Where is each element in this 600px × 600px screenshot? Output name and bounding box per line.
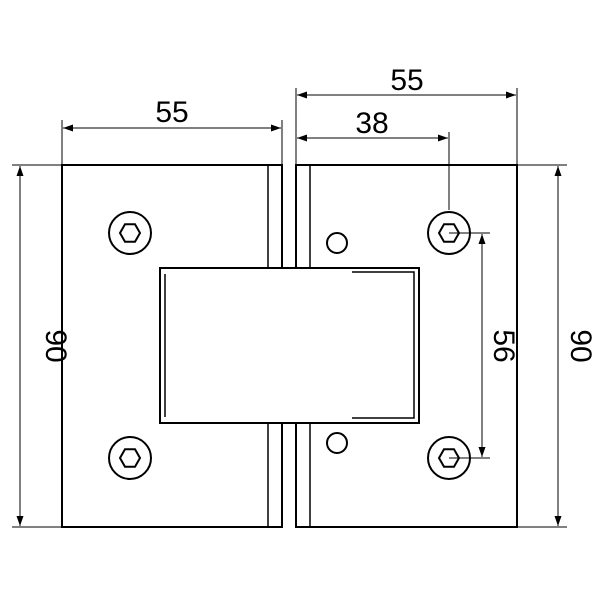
dim-label-right-width: 55 xyxy=(390,64,423,97)
hex-socket-icon xyxy=(437,223,461,243)
left-hinge-plate xyxy=(61,164,283,528)
hex-socket-icon xyxy=(118,448,142,468)
dim-label-hole-spacing: 56 xyxy=(487,329,520,362)
hex-socket-icon xyxy=(437,448,461,468)
screw-top-left xyxy=(108,211,152,255)
dim-label-left-width: 55 xyxy=(155,96,188,129)
dim-label-hole-offset: 38 xyxy=(355,107,388,140)
dim-label-right-height: 90 xyxy=(564,329,597,362)
pin-top xyxy=(326,232,348,254)
right-hinge-plate xyxy=(295,164,518,528)
hinge-body-inner-edge xyxy=(352,271,415,419)
hex-socket-icon xyxy=(118,223,142,243)
hinge-body xyxy=(159,267,420,424)
screw-bottom-left xyxy=(108,436,152,480)
pin-bottom xyxy=(326,432,348,454)
dim-label-left-height: 90 xyxy=(39,329,72,362)
